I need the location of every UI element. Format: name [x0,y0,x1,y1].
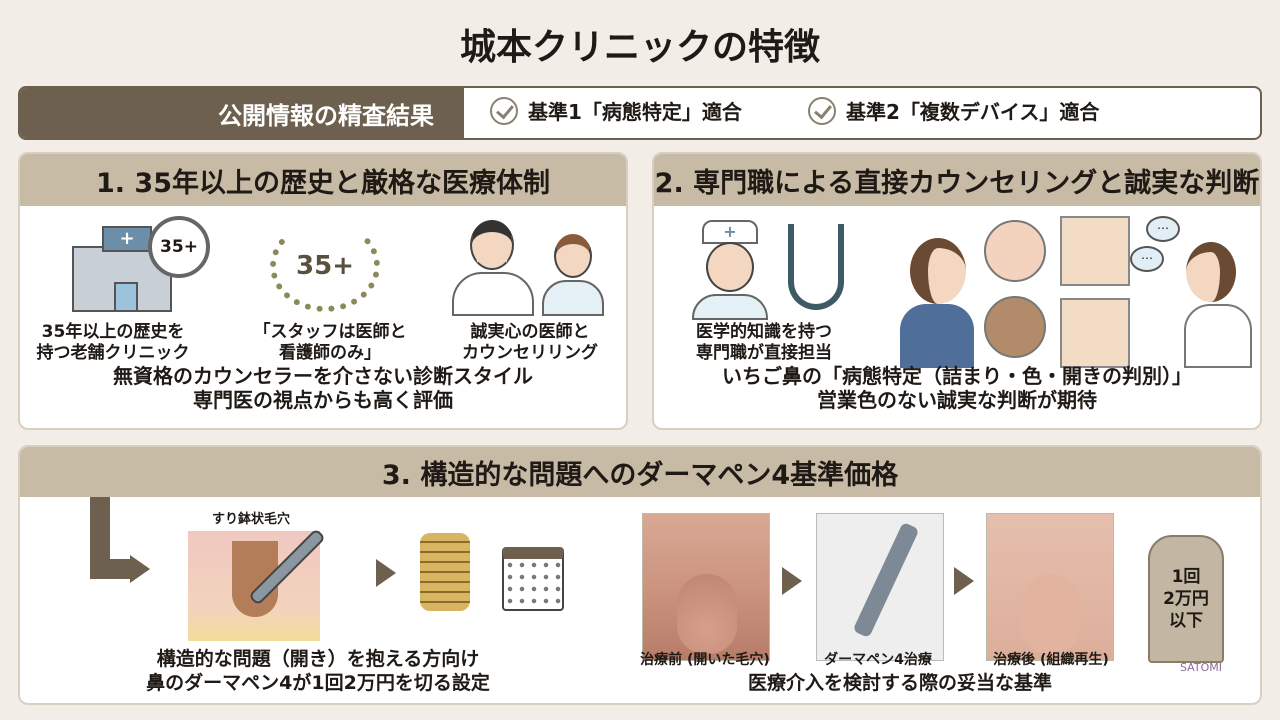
section-2-heading: 2. 専門職による直接カウンセリングと誠実な判断 [654,154,1260,206]
section-1-summary-1: 無資格のカウンセラーを介さない診断スタイル [113,364,533,388]
arrow-right-icon [954,567,974,595]
watermark-logo: SATOMI [1180,661,1222,674]
arrow-right-icon [130,555,150,583]
calendar-icon [502,547,564,611]
speech-bubble-icon: … [1130,246,1164,272]
criterion-1: 基準1「病態特定」適合 [490,96,742,125]
price-tag-line-1: 1回 [1171,567,1201,587]
arrow-down-icon [90,497,110,579]
section-2-summary-2: 営業色のない誠実な判断が期待 [817,388,1097,412]
arrow-bend [90,559,132,579]
after-photo [986,513,1116,661]
price-tag-line-3: 以下 [1169,611,1203,631]
stethoscope-icon [788,224,844,310]
price-tag-line-2: 2万円 [1163,589,1209,609]
caption-specialist: 医学的知識を持つ専門職が直接担当 [696,322,832,363]
section-history: 1. 35年以上の歴史と厳格な医療体制 + 35+ 35+ 35年以上の歴史を持… [18,152,628,430]
section-1-heading: 1. 35年以上の歴史と厳格な医療体制 [20,154,626,206]
section-2-summary-1: いちご鼻の「病態特定（詰まり・色・開きの判別）」 [722,364,1192,388]
open-pore-diagram-icon [1060,298,1130,368]
coins-icon [420,533,470,611]
pigmentation-icon [984,296,1046,358]
criterion-2: 基準2「複数デバイス」適合 [808,96,1099,125]
before-photo [642,513,772,661]
nurse-icon: + [692,220,768,320]
page-title: 城本クリニックの特徴 [459,27,820,68]
caption-staff: 「スタッフは医師と看護師のみ」 [253,322,407,363]
pore-diagram-icon [1060,216,1130,286]
pricing-description: 構造的な問題（開き）を抱える方向け鼻のダーマペン4が1回2万円を切る設定 [146,648,490,694]
criterion-2-text: 基準2「複数デバイス」適合 [846,100,1100,124]
pore-label: すり鉢状毛穴 [211,512,290,527]
arrow-right-icon [782,567,802,595]
banner-label: 公開情報の精査結果 [20,88,464,138]
arrow-right-icon [376,559,396,587]
criterion-1-text: 基準1「病態特定」適合 [528,100,742,124]
review-banner: 公開情報の精査結果 基準1「病態特定」適合 基準2「複数デバイス」適合 [18,86,1262,140]
patient-icon [900,238,974,368]
caption-history: 35年以上の歴史を持つ老舗クリニック [36,322,190,363]
laurel-wreath-icon: 35+ [270,220,380,312]
section-counseling: 2. 専門職による直接カウンセリングと誠実な判断 + … … 医学的知識を持つ専… [652,152,1262,430]
speech-bubble-icon: … [1146,216,1180,242]
check-circle-icon [808,96,836,125]
doctor-icon [448,216,538,316]
criteria-text: 医療介入を検討する際の妥当な基準 [747,672,1052,694]
clogged-pore-icon [984,220,1046,282]
clock-icon: 35+ [148,216,210,278]
nurse-icon [540,234,606,316]
treatment-photo [816,513,944,661]
after-label: 治療後 (組織再生) [993,652,1109,668]
check-circle-icon [490,96,518,125]
section-3-heading: 3. 構造的な問題へのダーマペン4基準価格 [20,447,1260,497]
caption-counseling: 誠実心の医師とカウンセリリング [462,322,598,363]
counselor-icon [1178,242,1252,368]
treatment-label: ダーマペン4治療 [824,652,932,668]
section-1-summary-2: 専門医の視点からも高く評価 [193,388,453,412]
before-label: 治療前 (開いた毛穴) [640,652,770,668]
